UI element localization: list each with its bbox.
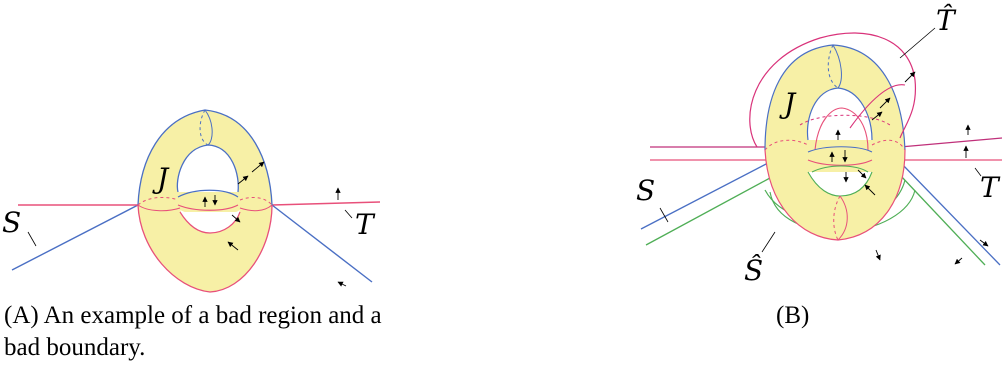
leader-t-hat — [899, 27, 936, 59]
dashed-section-right — [871, 139, 906, 151]
arrow — [251, 161, 265, 173]
leader-s — [659, 207, 669, 223]
arrow — [857, 169, 867, 179]
arrow — [879, 97, 891, 109]
arrow — [871, 111, 883, 121]
section-top-solid — [204, 109, 213, 146]
section-top-solid — [832, 44, 842, 89]
label-t-hat: T̂ — [936, 4, 957, 37]
leader-t — [344, 209, 353, 219]
section-bottom-solid — [837, 195, 848, 241]
label-s: S — [636, 174, 655, 207]
arrow — [237, 175, 249, 185]
label-s: S — [2, 206, 21, 239]
inner-slit-pink — [807, 159, 873, 166]
arrow — [864, 184, 876, 196]
region-j-slit-blue — [177, 189, 239, 198]
arrow — [875, 249, 881, 261]
leader-t — [974, 167, 982, 177]
inner-slit-green — [811, 165, 869, 173]
arrow — [979, 239, 989, 247]
surface-s-hat-left — [645, 177, 771, 246]
panel-a: J S T — [2, 109, 381, 293]
dashed-section-top — [827, 44, 839, 89]
surface-s-line — [11, 204, 139, 271]
panel-b: J S T T̂ Ŝ — [636, 4, 1003, 287]
section-right-solid — [239, 204, 273, 212]
label-j: J — [779, 87, 797, 120]
surface-t-line-upper — [650, 137, 1003, 148]
region-j-hole-lower — [179, 211, 241, 234]
label-t: T — [980, 171, 1001, 204]
dashed-section-left — [764, 139, 809, 151]
label-j: J — [152, 162, 170, 195]
surface-t-hat-arc — [749, 32, 917, 148]
surface-t-hat-inner — [849, 84, 906, 129]
arrow — [337, 281, 347, 287]
surface-s-line-left — [640, 161, 771, 230]
surface-s-hat-right — [899, 174, 986, 266]
label-s-hat: Ŝ — [744, 253, 763, 287]
caption-a: (A) An example of a bad region and a bad… — [4, 302, 382, 361]
dashed-section-right — [239, 196, 273, 206]
surface-s-line-right — [899, 161, 1001, 266]
dashed-section-left — [137, 196, 179, 206]
surface-s-line-right — [271, 204, 373, 283]
inner-loop-pink — [814, 107, 869, 151]
label-t: T — [355, 208, 376, 241]
region-j-boundary-bottom — [137, 204, 273, 293]
surface-t-line-right — [271, 201, 381, 206]
arrow — [904, 71, 916, 83]
caption-b: (B) — [776, 302, 810, 329]
dashed-section-top — [199, 109, 209, 146]
region-j-slit-pink — [177, 204, 239, 211]
inner-slit-blue — [807, 146, 873, 153]
surface-t-hat-dashed — [799, 114, 891, 126]
leader-s-hat — [761, 231, 776, 253]
arrow — [227, 241, 239, 251]
dashed-section-bottom — [833, 195, 841, 241]
arrow — [231, 214, 241, 223]
arrow — [954, 257, 963, 265]
section-left-solid — [137, 204, 181, 212]
region-j — [765, 45, 905, 240]
leader-s — [27, 231, 37, 247]
